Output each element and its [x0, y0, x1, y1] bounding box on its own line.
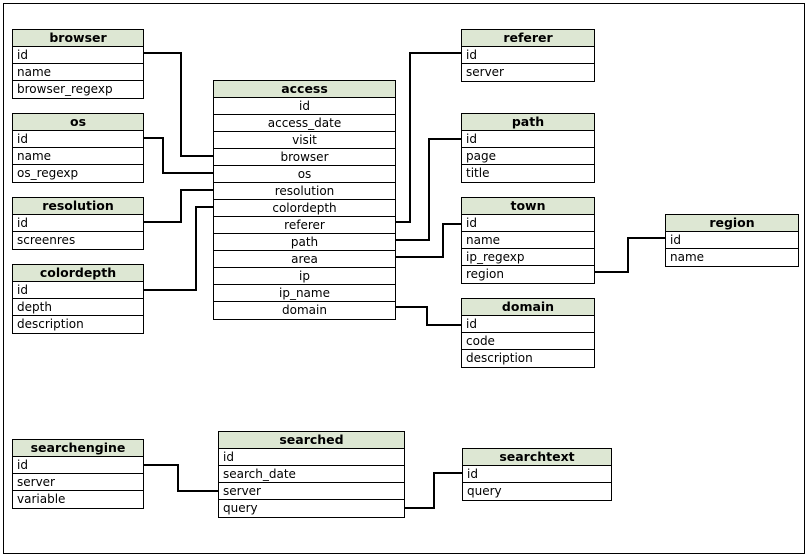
field: browser_regexp: [17, 82, 113, 96]
field: id: [462, 215, 594, 232]
field: search_date: [219, 466, 404, 483]
field: ip_regexp: [462, 249, 594, 266]
field: os: [214, 166, 395, 183]
table-searchengine: searchengine id server variable: [12, 439, 144, 509]
table-searchtext: searchtext id query: [462, 448, 612, 501]
table-title: access: [214, 81, 395, 98]
table-referer: referer id server: [461, 29, 595, 82]
table-title: town: [462, 198, 594, 215]
link-access-colordepth: [144, 206, 214, 291]
link-searched-searchengine: [144, 464, 219, 492]
field: id: [13, 282, 143, 299]
table-title: domain: [462, 299, 594, 316]
field: name: [670, 250, 705, 264]
link-searched-searchtext: [405, 472, 463, 509]
table-title: region: [666, 215, 798, 232]
field: os_regexp: [17, 166, 79, 180]
field: id: [666, 232, 798, 249]
field: resolution: [214, 183, 395, 200]
field: depth: [13, 299, 143, 316]
table-os: os id name os_regexp: [12, 113, 144, 183]
field: access_date: [214, 115, 395, 132]
field: server: [219, 483, 404, 500]
table-title: resolution: [13, 198, 143, 215]
field: domain: [282, 303, 327, 317]
table-title: searchtext: [463, 449, 611, 466]
field: name: [462, 232, 594, 249]
table-path: path id page title: [461, 113, 595, 183]
field: id: [13, 215, 143, 232]
table-title: path: [462, 114, 594, 131]
field: query: [467, 484, 502, 498]
field: variable: [17, 492, 66, 506]
link-access-os: [144, 137, 214, 174]
table-domain: domain id code description: [461, 298, 595, 368]
field: id: [214, 98, 395, 115]
field: id: [219, 449, 404, 466]
table-browser: browser id name browser_regexp: [12, 29, 144, 99]
field: page: [462, 148, 594, 165]
table-region: region id name: [665, 214, 799, 267]
link-access-resolution: [144, 189, 214, 223]
table-title: referer: [462, 30, 594, 47]
field: area: [214, 251, 395, 268]
table-title: searchengine: [13, 440, 143, 457]
field: query: [223, 501, 258, 515]
field: id: [13, 457, 143, 474]
table-title: browser: [13, 30, 143, 47]
field: referer: [214, 217, 395, 234]
field: title: [466, 166, 490, 180]
table-resolution: resolution id screenres: [12, 197, 144, 250]
field: id: [462, 131, 594, 148]
field: colordepth: [214, 200, 395, 217]
diagram-frame: [3, 3, 805, 554]
table-searched: searched id search_date server query: [218, 431, 405, 518]
link-access-path: [396, 138, 462, 241]
field: screenres: [17, 233, 76, 247]
field: description: [17, 317, 84, 331]
link-town-region: [595, 237, 666, 273]
field: name: [13, 148, 143, 165]
link-access-browser: [144, 52, 214, 157]
table-title: searched: [219, 432, 404, 449]
link-access-referer: [396, 52, 462, 223]
table-town: town id name ip_regexp region: [461, 197, 595, 284]
field: path: [214, 234, 395, 251]
field: server: [13, 474, 143, 491]
field: name: [13, 64, 143, 81]
table-access: access id access_date visit browser os r…: [213, 80, 396, 320]
table-title: colordepth: [13, 265, 143, 282]
table-title: os: [13, 114, 143, 131]
field: id: [13, 47, 143, 64]
field: region: [466, 267, 504, 281]
field: ip: [214, 268, 395, 285]
field: id: [13, 131, 143, 148]
field: visit: [214, 132, 395, 149]
field: ip_name: [214, 285, 395, 302]
field: browser: [214, 149, 395, 166]
link-access-domain: [396, 306, 462, 326]
field: id: [462, 316, 594, 333]
link-access-town: [396, 223, 462, 258]
field: description: [466, 351, 533, 365]
field: id: [463, 466, 611, 483]
field: code: [462, 333, 594, 350]
field: id: [462, 47, 594, 64]
table-colordepth: colordepth id depth description: [12, 264, 144, 334]
field: server: [466, 65, 504, 79]
